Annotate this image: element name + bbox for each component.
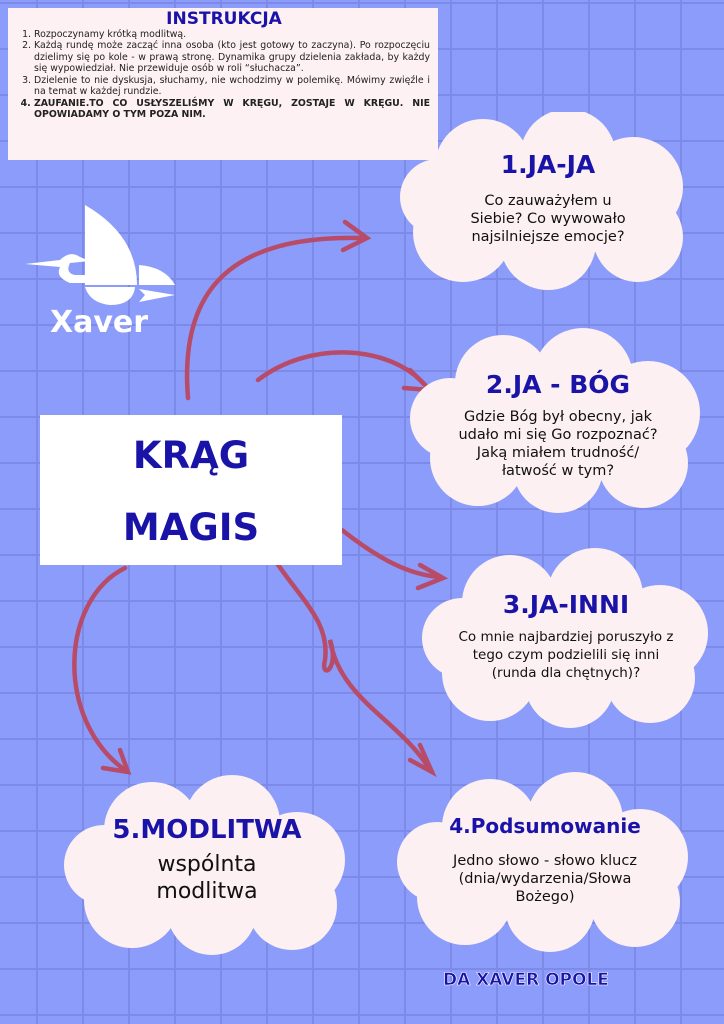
step-4-body: Jedno słowo - słowo klucz (dnia/wydarzen… [453, 853, 637, 905]
step-1-cloud: 1.JA-JA Co zauważyłem u Siebie? Co wywow… [398, 112, 698, 290]
instruction-item: Dzielenie to nie dyskusja, słuchamy, nie… [34, 75, 430, 98]
arrow-to-step-3 [339, 527, 443, 580]
step-2-heading: 2.JA - BÓG [485, 370, 631, 399]
arrow-to-step-2 [255, 350, 428, 388]
step-5-body: wspólnta modlitwa [156, 852, 258, 904]
step-1-heading: 1.JA-JA [500, 150, 596, 179]
step-3-heading: 3.JA-INNI [502, 590, 630, 619]
step-5-cloud: 5.MODLITWA wspólnta modlitwa [62, 775, 352, 955]
arrow-to-step-4 [265, 547, 433, 773]
footer-text: DA XAVER OPOLE [443, 970, 609, 991]
title-line-2: MAGIS [122, 506, 260, 549]
instruction-item: Rozpoczynamy krótką modlitwą. [34, 29, 430, 41]
instructions-box: INSTRUKCJA Rozpoczynamy krótką modlitwą.… [8, 8, 438, 160]
arrow-to-step-1 [184, 235, 363, 401]
instructions-title: INSTRUKCJA [166, 9, 282, 29]
title-line-1: KRĄG [132, 434, 250, 477]
instruction-item: ZAUFANIE.TO CO USŁYSZELIŚMY W KRĘGU, ZOS… [34, 98, 430, 121]
instruction-item: Każdą rundę może zacząć inna osoba (kto … [34, 40, 430, 75]
title-box: KRĄG MAGIS [40, 415, 342, 565]
heron-logo-icon [25, 205, 175, 305]
arrow-to-step-5 [72, 565, 128, 773]
step-1-body: Co zauważyłem u Siebie? Co wywowało najs… [470, 193, 626, 245]
step-4-cloud: 4.Podsumowanie Jedno słowo - słowo klucz… [395, 772, 695, 952]
step-3-cloud: 3.JA-INNI Co mnie najbardziej poruszyło … [420, 548, 712, 728]
step-2-body: Gdzie Bóg był obecny, jak udało mi się G… [458, 409, 658, 479]
step-5-heading: 5.MODLITWA [112, 815, 302, 845]
logo-text: Xaver [50, 305, 149, 340]
step-3-body: Co mnie najbardziej poruszyło z tego czy… [458, 629, 674, 681]
step-2-cloud: 2.JA - BÓG Gdzie Bóg był obecny, jak uda… [408, 328, 708, 513]
step-4-heading: 4.Podsumowanie [449, 814, 641, 838]
